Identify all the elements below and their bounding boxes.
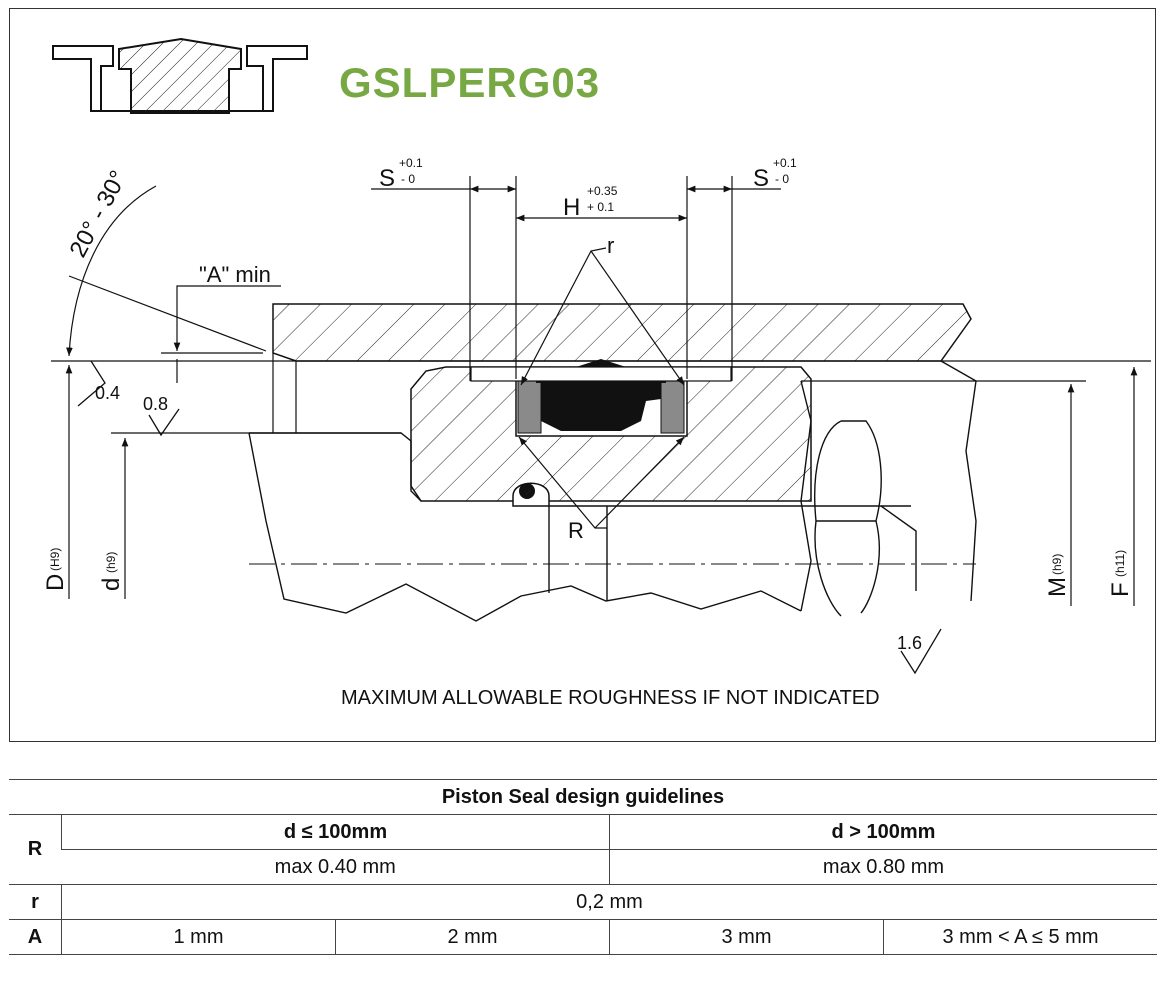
- table-row: r 0,2 mm: [9, 884, 1157, 920]
- roughness-16: 1.6: [897, 633, 922, 653]
- svg-text:(h9): (h9): [104, 552, 118, 573]
- col-head-d-small: d ≤ 100mm: [61, 814, 610, 850]
- dim-d: d (h9): [98, 552, 125, 591]
- A-value-4: 3 mm < A ≤ 5 mm: [883, 919, 1157, 955]
- s-left-label: S: [379, 165, 395, 192]
- table-title-row: Piston Seal design guidelines: [9, 779, 1157, 815]
- svg-text:(H9): (H9): [48, 548, 62, 571]
- svg-text:(h9): (h9): [1050, 554, 1064, 575]
- r-value: 0,2 mm: [61, 884, 1157, 920]
- A-value-2: 2 mm: [335, 919, 610, 955]
- R-value-large: max 0.80 mm: [609, 849, 1157, 885]
- product-code: GSLPERG03: [339, 59, 600, 106]
- roughness-08: 0.8: [143, 394, 168, 414]
- dim-D: D (H9): [42, 548, 69, 591]
- a-min-dimension: [161, 285, 281, 383]
- s-right-label: S: [753, 165, 769, 192]
- h-label: H: [563, 194, 580, 221]
- s-right-upper-tol: +0.1: [773, 156, 797, 170]
- dim-F: F (h11): [1107, 550, 1134, 597]
- chamfer-angle-annotation: [66, 185, 267, 357]
- roughness-symbols: [77, 360, 942, 675]
- h-lower-tol: + 0.1: [587, 200, 614, 214]
- col-head-d-large: d > 100mm: [609, 814, 1157, 850]
- r-small-label: r: [607, 233, 614, 258]
- svg-text:M: M: [1044, 577, 1071, 597]
- o-ring: [512, 482, 550, 507]
- A-value-1: 1 mm: [61, 919, 336, 955]
- angle-label: 20° - 30°: [64, 166, 132, 262]
- radius-leaders: [518, 247, 685, 529]
- table-row: max 0.40 mm max 0.80 mm: [9, 849, 1157, 885]
- design-guidelines-table: Piston Seal design guidelines R d ≤ 100m…: [9, 779, 1157, 955]
- a-min-label: "A" min: [199, 262, 271, 287]
- s-right-lower-tol: - 0: [775, 172, 789, 186]
- svg-text:(h11): (h11): [1113, 550, 1127, 577]
- svg-text:d: d: [98, 578, 125, 591]
- row-label-r: r: [9, 884, 62, 920]
- s-left-upper-tol: +0.1: [399, 156, 423, 170]
- h-upper-tol: +0.35: [587, 184, 618, 198]
- table-row: R d ≤ 100mm d > 100mm: [9, 814, 1157, 885]
- drawing-frame: GSLPERG03 20° - 30° "A" min: [9, 8, 1156, 742]
- rod-section: [248, 432, 976, 622]
- seal-profile-icon: [52, 37, 308, 114]
- roughness-note: MAXIMUM ALLOWABLE ROUGHNESS IF NOT INDIC…: [341, 687, 880, 709]
- r-big-label: R: [568, 518, 584, 543]
- roughness-04: 0.4: [95, 383, 120, 403]
- groove-dimensions: [371, 176, 781, 381]
- svg-text:F: F: [1107, 582, 1134, 597]
- table-title: Piston Seal design guidelines: [9, 779, 1157, 815]
- svg-text:D: D: [42, 574, 69, 591]
- dim-M: M (h9): [1044, 554, 1071, 597]
- nut-section: [800, 360, 977, 617]
- diameter-dimensions: [65, 365, 1138, 606]
- cylinder-bore-section: [272, 303, 972, 362]
- A-value-3: 3 mm: [609, 919, 884, 955]
- bore-edge-lines: [111, 353, 401, 434]
- row-label-A: A: [9, 919, 62, 955]
- technical-drawing: GSLPERG03 20° - 30° "A" min: [42, 37, 1151, 709]
- s-left-lower-tol: - 0: [401, 172, 415, 186]
- R-value-small: max 0.40 mm: [61, 849, 610, 885]
- row-label-R: R: [9, 814, 62, 885]
- table-row: A 1 mm 2 mm 3 mm 3 mm < A ≤ 5 mm: [9, 919, 1157, 955]
